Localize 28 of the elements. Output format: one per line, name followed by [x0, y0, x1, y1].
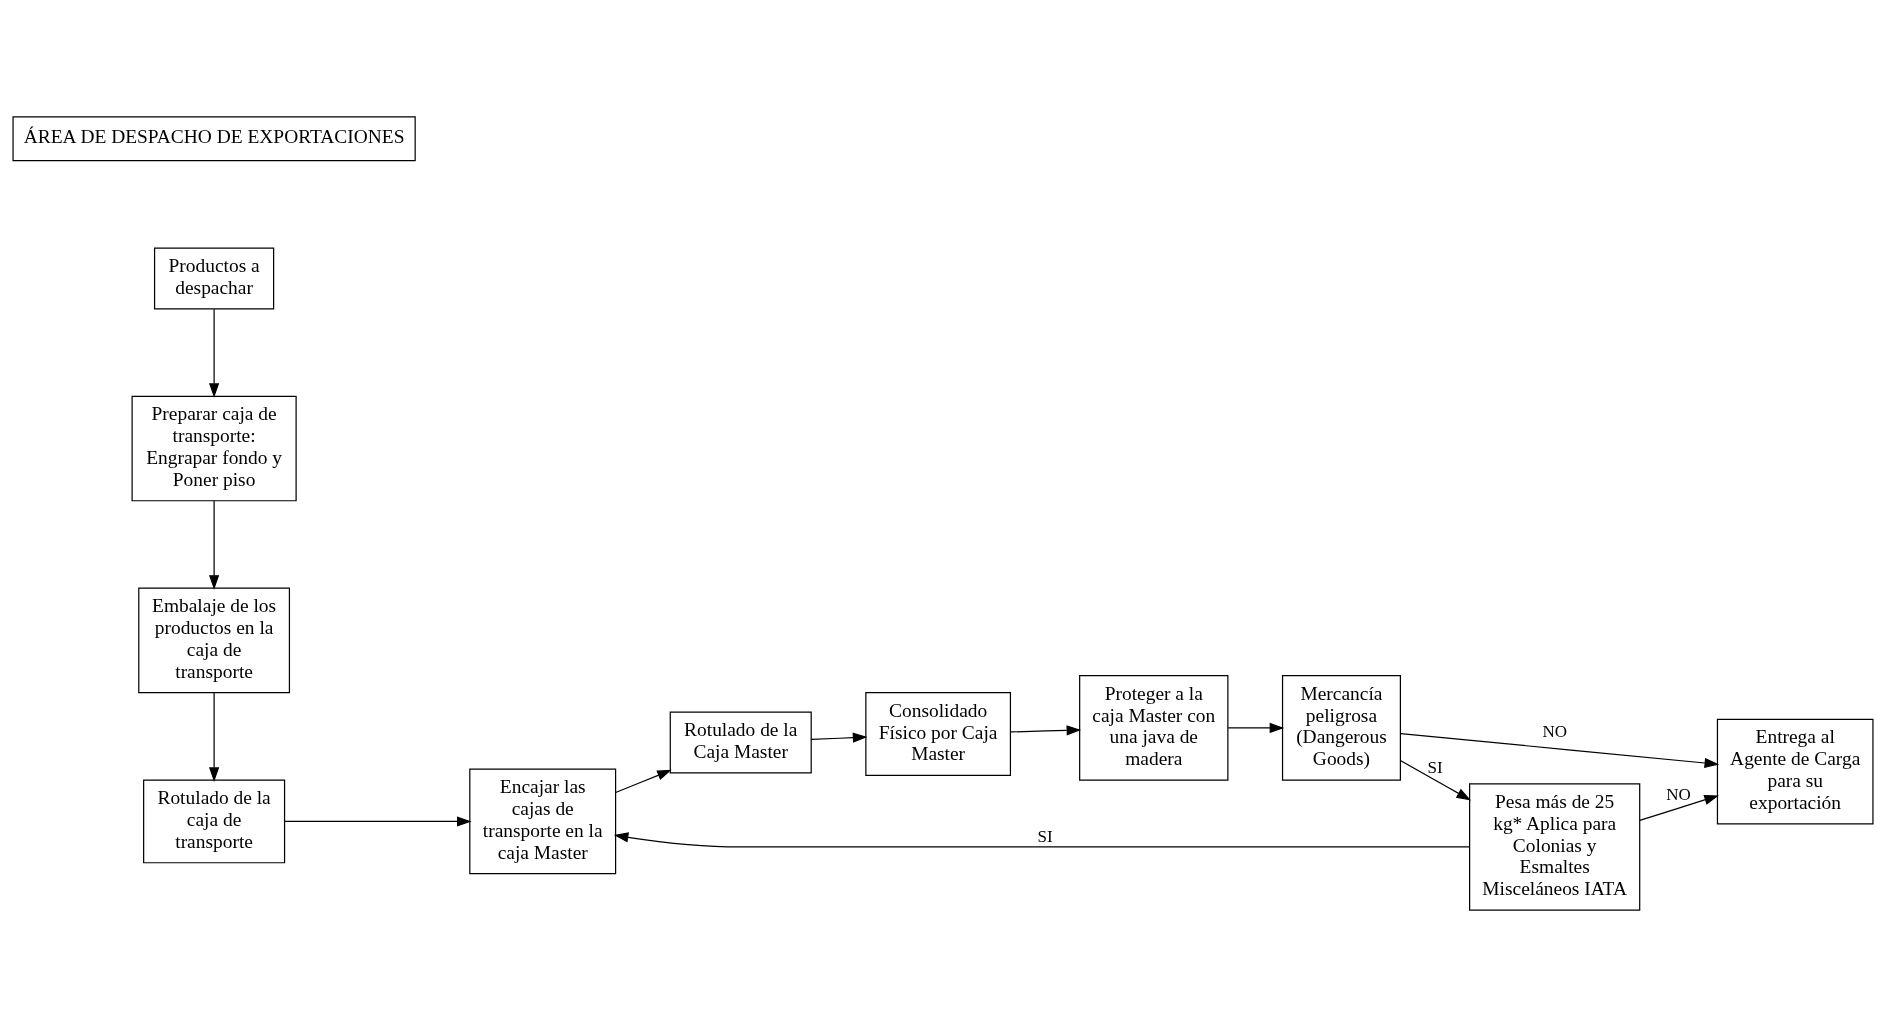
node-box: Consolidado Físico por Caja Master — [865, 691, 1012, 776]
arrow — [1010, 724, 1082, 735]
node-box: Rotulado de la Caja Master — [669, 711, 812, 773]
node-box: Pesa más de 25 kg* Aplica para Colonias y Esmaltes Misceláneos IATA — [1469, 782, 1641, 911]
arrow — [1227, 722, 1285, 733]
arrow — [810, 732, 868, 743]
node-box: Preparar caja de transporte: Engrapar fondo y Poner piso — [131, 395, 297, 501]
edge-label: SI — [1427, 757, 1443, 777]
arrow — [209, 691, 220, 782]
arrow — [209, 308, 220, 398]
node-box: ÁREA DE DESPACHO DE EXPORTACIONES — [12, 115, 416, 161]
arrow — [615, 769, 672, 793]
arrow — [613, 831, 1470, 848]
edge-label: SI — [1037, 826, 1053, 846]
edge-label: NO — [1542, 721, 1567, 741]
arrow — [209, 499, 220, 590]
node-box: Encajar las cajas de transporte en la caja Master — [469, 768, 617, 874]
node-box: Mercancía peligrosa (Dangerous Goods) — [1281, 674, 1401, 781]
node-box: Proteger a la caja Master con una java de madera — [1079, 674, 1229, 781]
arrow — [284, 815, 472, 827]
arrow — [1400, 759, 1472, 800]
node-box: Embalaje de los productos en la caja de transporte — [138, 587, 291, 693]
node-box: Rotulado de la caja de transporte — [143, 779, 286, 863]
node-box: Entrega al Agente de Carga para su exportación — [1716, 718, 1874, 824]
edge-label: NO — [1666, 784, 1691, 804]
arrow — [1639, 794, 1719, 821]
arrow — [1400, 732, 1720, 768]
node-box: Productos a despachar — [153, 246, 275, 309]
